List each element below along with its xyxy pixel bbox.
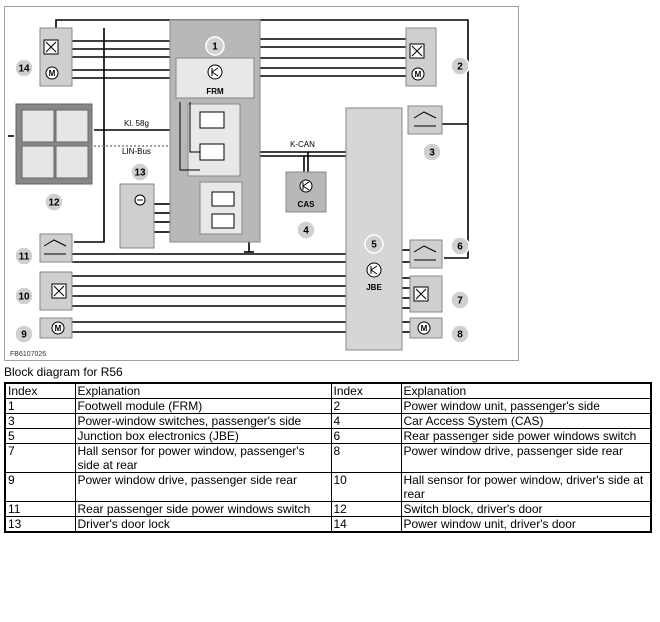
component-3 [407, 105, 443, 135]
component-2: M [405, 27, 437, 87]
index-cell: 2 [330, 398, 402, 414]
frm-module: FRM [169, 19, 261, 243]
callout-number: 14 [18, 64, 30, 75]
index-cell: 7 [4, 443, 76, 473]
index-cell: 12 [330, 501, 402, 517]
kcan-label: K-CAN [290, 140, 315, 149]
callout-2: 2 [450, 56, 470, 76]
callout-number: 5 [371, 240, 377, 251]
index-cell: 8 [330, 443, 402, 473]
wiring [8, 19, 469, 333]
callout-12: 12 [44, 192, 64, 212]
jbe-label: JBE [366, 283, 382, 292]
callout-11: 11 [14, 246, 34, 266]
explanation-cell: Car Access System (CAS) [400, 413, 652, 429]
explanation-cell: Junction box electronics (JBE) [74, 428, 332, 444]
index-cell: 9 [4, 472, 76, 502]
svg-text:M: M [49, 69, 56, 78]
callout-number: 9 [21, 330, 27, 341]
header-index: Index [330, 382, 402, 399]
lin-bus-label: LIN-Bus [122, 147, 151, 156]
component-12 [15, 103, 93, 185]
callout-14: 14 [14, 58, 34, 78]
svg-text:M: M [415, 70, 422, 79]
header-explanation: Explanation [74, 382, 332, 399]
jbe-module: JBE [345, 107, 403, 351]
cas-module: CAS [285, 171, 327, 213]
callout-10: 10 [14, 286, 34, 306]
index-cell: 5 [4, 428, 76, 444]
component-11 [39, 233, 73, 263]
callout-number: 2 [457, 62, 463, 73]
frm-label: FRM [206, 87, 224, 96]
explanation-cell: Power-window switches, passenger's side [74, 413, 332, 429]
component-6 [409, 239, 443, 269]
callout-9: 9 [14, 324, 34, 344]
svg-text:M: M [421, 324, 428, 333]
callout-8: 8 [450, 324, 470, 344]
callout-number: 10 [18, 292, 30, 303]
header-index: Index [4, 382, 76, 399]
callout-number: 1 [212, 42, 218, 53]
explanation-cell: Power window drive, passenger side rear [400, 443, 652, 473]
diagram-caption: Block diagram for R56 [4, 365, 123, 379]
svg-text:M: M [55, 324, 62, 333]
explanation-cell: Hall sensor for power window, driver's s… [400, 472, 652, 502]
callout-1: 1 [205, 36, 225, 56]
index-cell: 10 [330, 472, 402, 502]
callout-number: 3 [429, 148, 435, 159]
callout-number: 8 [457, 330, 463, 341]
callout-number: 7 [457, 296, 463, 307]
callout-number: 4 [303, 226, 309, 237]
callout-number: 12 [48, 198, 60, 209]
callout-7: 7 [450, 290, 470, 310]
callout-13: 13 [130, 162, 150, 182]
index-cell: 4 [330, 413, 402, 429]
legend-header-row: Index Explanation Index Explanation [4, 382, 652, 399]
explanation-cell: Driver's door lock [74, 516, 332, 533]
callout-number: 13 [134, 168, 146, 179]
component-14: M [39, 27, 73, 87]
index-cell: 6 [330, 428, 402, 444]
index-cell: 13 [4, 516, 76, 533]
explanation-cell: Power window unit, driver's door [400, 516, 652, 533]
index-cell: 3 [4, 413, 76, 429]
callout-number: 11 [19, 252, 30, 263]
explanation-cell: Rear passenger side power windows switch [74, 501, 332, 517]
explanation-cell: Hall sensor for power window, passenger'… [74, 443, 332, 473]
image-code: FB6107026 [10, 351, 46, 358]
explanation-cell: Power window unit, passenger's side [400, 398, 652, 414]
callout-5: 5 [364, 234, 384, 254]
component-10 [39, 271, 73, 311]
explanation-cell: Footwell module (FRM) [74, 398, 332, 414]
component-9: M [39, 317, 73, 339]
kl58g-label: Kl. 58g [124, 119, 149, 128]
component-7 [409, 275, 443, 313]
index-cell: 1 [4, 398, 76, 414]
component-13 [119, 183, 155, 249]
header-explanation: Explanation [400, 382, 652, 399]
callout-3: 3 [422, 142, 442, 162]
callout-6: 6 [450, 236, 470, 256]
explanation-cell: Switch block, driver's door [400, 501, 652, 517]
block-diagram: M M FRM [4, 6, 519, 361]
index-cell: 14 [330, 516, 402, 533]
callout-4: 4 [296, 220, 316, 240]
index-cell: 11 [4, 501, 76, 517]
explanation-cell: Power window drive, passenger side rear [74, 472, 332, 502]
component-8: M [409, 317, 443, 339]
cas-label: CAS [298, 200, 316, 209]
explanation-cell: Rear passenger side power windows switch [400, 428, 652, 444]
callout-number: 6 [457, 242, 463, 253]
